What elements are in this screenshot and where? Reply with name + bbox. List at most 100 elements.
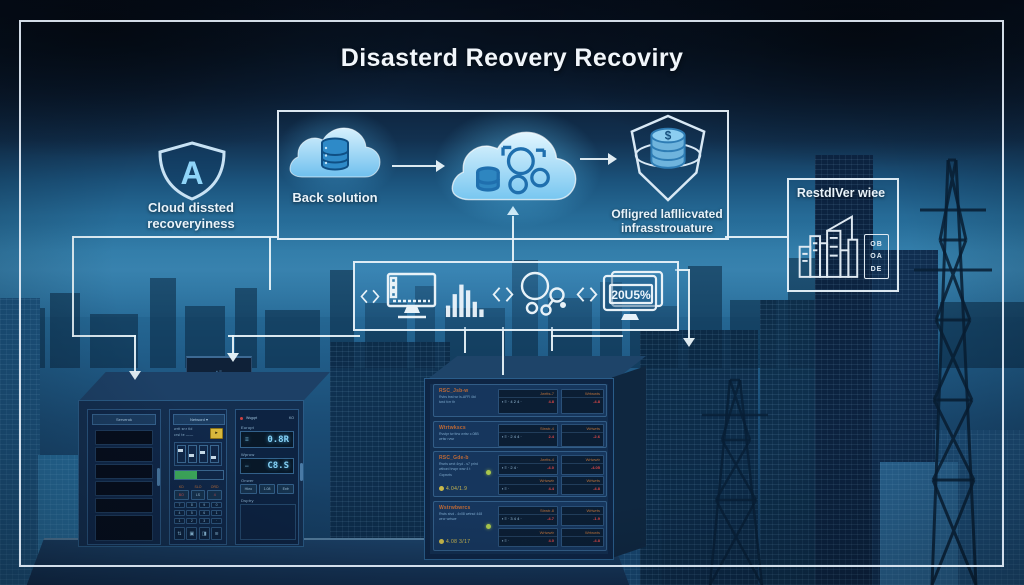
- shield-label-line2: recoveryiness: [147, 215, 235, 231]
- status-led: [240, 416, 243, 420]
- yellow-readout: 4.08 3/17: [439, 539, 470, 545]
- drive-slot: [95, 430, 153, 445]
- status-dot: [486, 524, 491, 529]
- button-row: KD SLO ORD: [178, 485, 219, 489]
- city-buildings-icon: [798, 214, 859, 278]
- infra-label-line2: infrasstrouature: [620, 221, 714, 236]
- slider: [199, 445, 208, 463]
- status-dot: [439, 539, 444, 545]
- button-row: Hkro 1.08 Exfr: [240, 484, 295, 494]
- drive-slot: [95, 447, 153, 462]
- status-meter: [174, 470, 224, 480]
- panel-header: Serverok: [92, 414, 156, 425]
- server-module: Wrtwrts -1.9: [561, 506, 604, 526]
- panel-header: Netword ▾: [173, 414, 225, 425]
- recovery-panel-box: [787, 178, 899, 292]
- glyph-box: OB OA DE: [864, 234, 889, 279]
- server-module: Jwrtts-4 ▪ ≡ · 2 4 ·-4.0: [498, 455, 558, 475]
- door-handle: [157, 468, 160, 486]
- connector-segment: [688, 269, 690, 339]
- door-handle: [300, 463, 303, 481]
- display-label: Europt: [241, 425, 254, 430]
- slider: [188, 445, 197, 463]
- arrowhead-right-icon: [436, 160, 445, 172]
- connector-segment: [228, 335, 360, 337]
- diamond-arrows-icon: [576, 287, 598, 302]
- rack-top-face: [78, 372, 330, 402]
- connector-segment: [73, 236, 277, 238]
- status-dot: [439, 486, 444, 492]
- server-module: Wrtwrts -4.8: [561, 476, 604, 495]
- lcd-display: – C8.S: [240, 458, 294, 474]
- server-module: Wrtwwts -4.8: [561, 528, 604, 547]
- server-module: Wrtwwtr ▪ ≡ ·4.0: [498, 528, 558, 547]
- rack-top-face: [424, 356, 646, 382]
- connector-segment: [232, 335, 234, 354]
- alert-button: ▸: [210, 428, 223, 439]
- server-module: Strwtr-8 ▪ ≡ · 3 4 4 ·-4.7: [498, 506, 558, 526]
- slider: [177, 445, 186, 463]
- rack-panel-display: Wsgqrt KO Europt ≡ 0.8R Wprow – C8.S Onw…: [235, 409, 299, 545]
- blank-section: [240, 504, 296, 540]
- pedestal-text: ▪ ≡: [215, 368, 223, 375]
- drive-slot: [95, 464, 153, 479]
- rack-side-face: [612, 366, 646, 558]
- display-label: Wprow: [241, 452, 255, 457]
- lcd-display: ≡ 0.8R: [240, 431, 294, 448]
- connector-segment: [725, 236, 787, 238]
- svg-text:A: A: [180, 155, 203, 191]
- shield-label-line1: Cloud dissted: [148, 200, 234, 215]
- monitor-icon: [386, 272, 437, 319]
- function-keys: ⇅ ▣ ◨ ≋: [174, 527, 222, 540]
- yellow-readout: 4.04/1.9: [439, 486, 467, 492]
- flow-arrow: [392, 165, 436, 167]
- infra-label: Ofligred lafllicvated infrasstrouature: [592, 207, 742, 236]
- arrowhead-down-icon: [227, 353, 239, 362]
- network-circles-icon: [520, 271, 567, 316]
- diamond-arrows-icon: [492, 287, 514, 302]
- diamond-arrows-icon: [360, 289, 380, 304]
- drive-slot: [95, 515, 153, 541]
- button-row: BO LS 4: [174, 490, 223, 500]
- connector-segment: [134, 335, 136, 372]
- panel-header: Wsgqrt KO: [240, 414, 294, 422]
- connector-segment: [72, 335, 136, 337]
- percent-monitor-icon: 20U5%: [602, 270, 664, 320]
- connector-segment: [551, 327, 553, 351]
- glyph-row: OA: [870, 253, 883, 260]
- monitoring-strip: 20U5%: [353, 261, 679, 331]
- meter-fill: [175, 471, 197, 479]
- server-module: Wrtwwtr -4.05: [561, 455, 604, 475]
- server-title: Wstrwbwrcs: [439, 505, 471, 511]
- display-label: Onwer: [241, 478, 254, 483]
- rack-panel-slots: Serverok: [87, 409, 161, 545]
- svg-text:20U5%: 20U5%: [611, 288, 651, 302]
- shield-label: Cloud dissted recoveryiness: [120, 200, 262, 231]
- server-title: RSC_Jsb-w: [439, 388, 469, 394]
- server-module: Strwtr-4 ▪ ≡ · 2 4 4 ·2.4: [498, 424, 558, 447]
- infra-label-line1: Ofligred lafllicvated: [611, 207, 723, 221]
- server-module: Jwrtts-7 ▪ ≡ · 4 2 4 ·4.8: [498, 389, 558, 414]
- backup-cloud-label: Back solution: [292, 190, 378, 205]
- process-gears-icon: [476, 145, 550, 195]
- arrowhead-down-icon: [129, 371, 141, 380]
- arrowhead-down-icon: [683, 338, 695, 347]
- transmission-tower-icon: [702, 378, 768, 585]
- connector-segment: [502, 327, 504, 375]
- recovery-panel-title: RestdIVer wiee: [796, 186, 886, 200]
- connector-segment: [464, 327, 466, 353]
- connector-segment: [675, 269, 690, 271]
- status-dot: [486, 470, 491, 475]
- drive-slot: [95, 481, 153, 496]
- connector-segment: [269, 237, 271, 290]
- bar-chart-icon: [445, 284, 484, 318]
- glyph-row: OB: [870, 240, 883, 248]
